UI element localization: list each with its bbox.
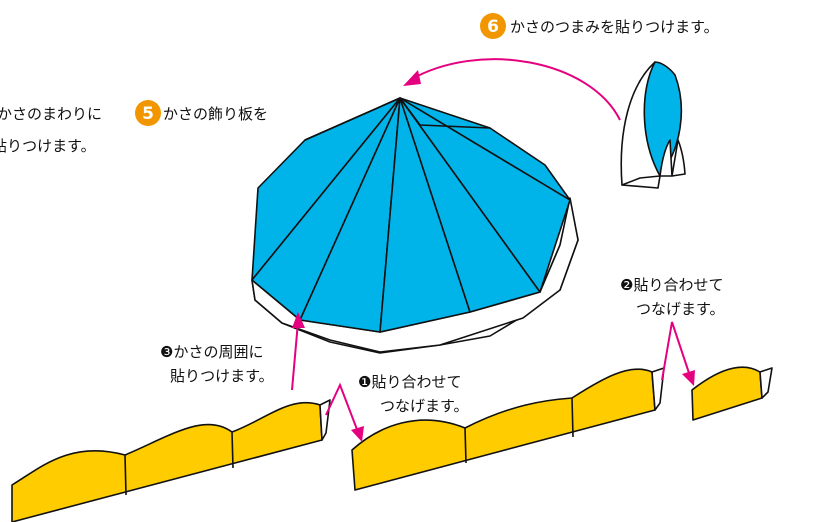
arrow-step6 <box>409 58 621 121</box>
step-badge-number: 6 <box>487 17 499 37</box>
step-badge-number: 5 <box>142 104 154 124</box>
sub1-line1-text: 貼り合わせて <box>371 373 461 391</box>
sub3-line1: ❸かさの周囲に <box>160 343 263 361</box>
sub2-line1: ❷貼り合わせて <box>620 276 723 294</box>
sub3-marker: ❸ <box>160 343 173 361</box>
arrowhead <box>682 370 695 386</box>
umbrella-knob <box>620 61 686 189</box>
sub1-line1: ❶貼り合わせて <box>358 373 461 391</box>
sub1-label: ❶貼り合わせて つなげます。 <box>358 373 469 415</box>
step-badge <box>480 13 506 39</box>
step6-label: 6 かさのつまみを貼りつけます。 <box>480 13 719 39</box>
decoration-strip-middle <box>351 367 665 491</box>
arrowhead <box>351 426 364 442</box>
sub3-line1-text: かさの周囲に <box>173 343 263 361</box>
sub2-line1-text: 貼り合わせて <box>633 276 723 294</box>
umbrella-canopy <box>251 97 579 354</box>
step5-line1-prefix: かさのまわりに <box>0 105 102 123</box>
arrowhead <box>292 312 305 328</box>
arrows <box>291 58 695 442</box>
sub3-line2: 貼りつけます。 <box>170 367 274 385</box>
step6-text: かさのつまみを貼りつけます。 <box>510 18 719 36</box>
step5-label: かさのまわりに 5 かさの飾り板を 貼りつけます。 <box>0 100 268 155</box>
canopy-panel <box>399 97 571 201</box>
sub3-label: ❸かさの周囲に 貼りつけます。 <box>160 343 274 385</box>
sub1-line2: つなげます。 <box>380 397 469 415</box>
sub2-label: ❷貼り合わせて つなげます。 <box>620 276 725 318</box>
sub2-line2: つなげます。 <box>636 300 725 318</box>
step-badge <box>135 100 161 126</box>
decoration-strip-right <box>691 366 773 421</box>
arrow-sub2 <box>661 321 691 381</box>
step5-line1-suffix: かさの飾り板を <box>163 105 268 123</box>
sub1-marker: ❶ <box>358 373 371 391</box>
arrowhead <box>403 70 421 86</box>
arrow-sub3 <box>291 321 299 391</box>
decoration-strip-left <box>11 399 331 522</box>
arrow-sub1 <box>325 382 359 433</box>
sub2-marker: ❷ <box>620 276 633 294</box>
step5-line2: 貼りつけます。 <box>0 137 96 155</box>
